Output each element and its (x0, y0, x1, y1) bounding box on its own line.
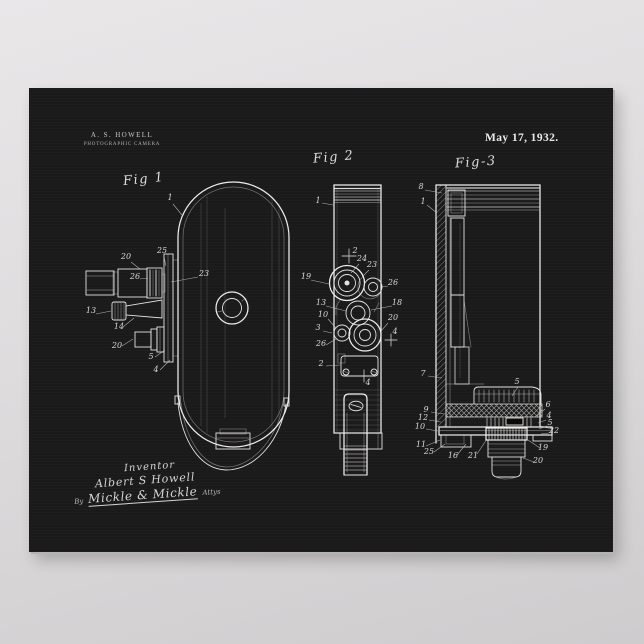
ref-leader (424, 189, 443, 194)
ref-number: 1 (167, 193, 172, 202)
ref-number: 11 (416, 440, 426, 449)
ref-number: 12 (418, 413, 428, 422)
patent-poster: A. S. HOWELL PHOTOGRAPHIC CAMERA May 17,… (29, 88, 613, 552)
ref-leader (170, 276, 199, 283)
ref-leader (425, 428, 439, 432)
ref-leader (433, 443, 446, 453)
ref-leader (522, 457, 535, 463)
ref-number: 25 (156, 246, 167, 255)
ref-leader (325, 364, 341, 367)
patent-title: PHOTOGRAPHIC CAMERA (83, 142, 161, 147)
ref-leader (325, 305, 347, 312)
ref-number: 23 (198, 269, 209, 278)
ref-leader (456, 443, 467, 456)
header-block: A. S. HOWELL PHOTOGRAPHIC CAMERA (77, 131, 167, 147)
ref-number: 26 (387, 278, 398, 287)
ref-leader (538, 425, 548, 430)
ref-number: 5 (547, 418, 552, 427)
ref-leader (476, 438, 488, 455)
ref-leader (327, 318, 337, 329)
ref-leader (122, 317, 135, 328)
ref-leader (139, 277, 149, 280)
ref-leader (537, 419, 547, 424)
fig1-drawing: 1 20 25 26 23 13 14 20 5 4 (85, 181, 290, 471)
ref-leader (428, 419, 442, 423)
ref-leader (426, 204, 438, 214)
ref-number: 2 (317, 359, 323, 368)
ref-number: 4 (364, 378, 370, 387)
ref-number: 3 (315, 323, 320, 332)
ref-number: 6 (545, 400, 550, 409)
ref-leader (370, 305, 393, 311)
ref-number: 4 (391, 327, 397, 336)
ref-number: 1 (315, 196, 320, 205)
ref-leader (154, 349, 166, 358)
ref-leader (322, 330, 333, 334)
ref-leader (540, 432, 550, 435)
ref-number: 19 (301, 272, 311, 281)
ref-leader (130, 261, 141, 270)
ref-leader (310, 279, 330, 285)
ref-number: 10 (415, 422, 425, 431)
ref-number: 20 (532, 456, 543, 465)
ref-leader (511, 386, 519, 397)
ref-number: 23 (366, 260, 377, 269)
ref-number: 26 (315, 339, 326, 348)
ref-leader (536, 408, 546, 417)
ref-number: 24 (356, 254, 367, 263)
ref-leader (430, 411, 445, 415)
ref-leader (321, 202, 334, 206)
ref-number: 10 (318, 310, 328, 319)
ref-number: 21 (467, 451, 478, 460)
ref-number: 22 (548, 426, 559, 435)
ref-leader (95, 310, 112, 315)
ref-number: 5 (514, 377, 519, 386)
ref-number: 1 (420, 197, 425, 206)
ref-leader (381, 285, 389, 288)
ref-leader (350, 263, 360, 274)
ref-number: 4 (545, 411, 551, 420)
ref-number: 20 (387, 313, 398, 322)
ref-number: 4 (152, 365, 158, 374)
ref-leader (121, 338, 134, 347)
ref-leader (361, 269, 370, 278)
ref-number: 18 (392, 298, 402, 307)
ref-leader (325, 338, 337, 346)
ref-number: 13 (86, 306, 96, 315)
ref-number: 16 (448, 451, 458, 460)
ref-number: 7 (420, 369, 426, 378)
ref-leader (380, 322, 389, 332)
ref-number: 13 (316, 298, 326, 307)
ref-leader (425, 439, 441, 447)
ref-leader (159, 359, 171, 371)
ref-number: 9 (423, 405, 428, 414)
ref-number: 19 (538, 443, 548, 452)
ref-number: 20 (111, 341, 122, 350)
ref-number: 5 (148, 352, 153, 361)
attorney-title: Attys (202, 487, 221, 497)
patent-date: May 17, 1932. (485, 132, 559, 144)
inventor-name: A. S. HOWELL (90, 131, 154, 139)
by-label: By (73, 497, 84, 506)
ref-leader (427, 375, 443, 379)
ref-number: 25 (423, 447, 434, 456)
ref-number: 2 (351, 246, 357, 255)
ref-number: 8 (418, 182, 423, 191)
ref-leader (527, 439, 541, 449)
ref-leader (172, 203, 183, 216)
ref-number: 14 (114, 322, 124, 331)
ref-number: 20 (120, 252, 131, 261)
ref-number: 26 (129, 272, 140, 281)
ref-leader (163, 256, 167, 267)
